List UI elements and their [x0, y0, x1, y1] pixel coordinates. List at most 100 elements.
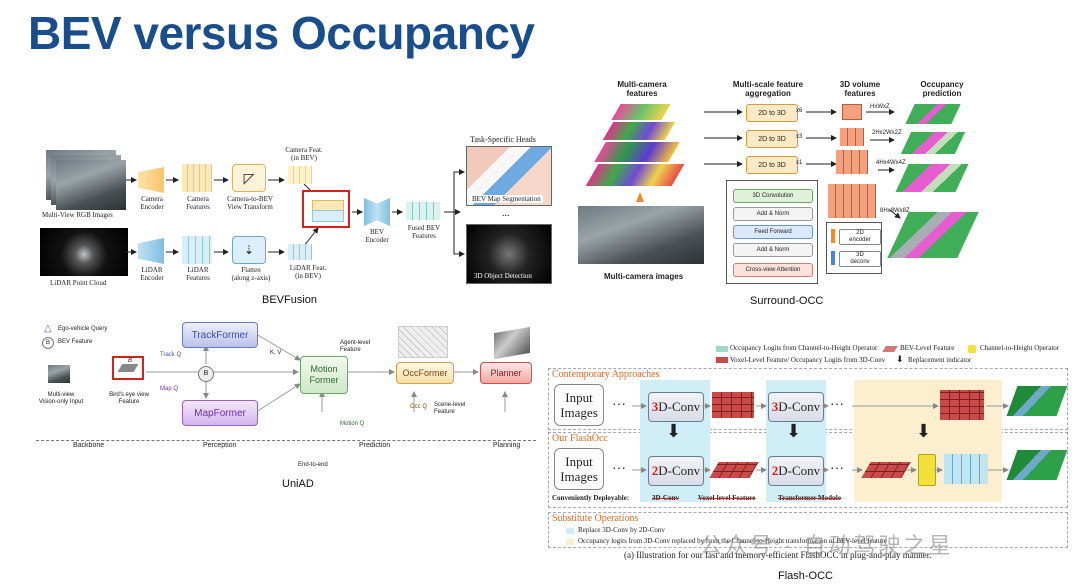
- fo-input-row1: Input Images: [554, 384, 604, 426]
- fo-dots-r2a: …: [612, 458, 628, 473]
- cam-to-bev-label: Camera-to-BEV View Transform: [227, 195, 273, 211]
- so-vol-3: [836, 150, 868, 174]
- so-vol-1: [842, 104, 862, 120]
- uniad-kv-1: K, V: [270, 350, 282, 356]
- mapformer-box: MapFormer: [182, 400, 258, 426]
- so-deconv3d: 3D deconv: [839, 251, 881, 267]
- fo-voxel-r1a: [712, 392, 754, 418]
- camera-bev-label: Camera Feat. (in BEV): [285, 146, 323, 162]
- fo-voxel-r1b: [940, 390, 984, 420]
- uniad-prediction: Prediction: [356, 442, 394, 449]
- uniad-scene-feat: Scene-level Feature: [434, 402, 466, 415]
- so-x3: x3: [796, 134, 803, 140]
- fo-contemporary: Contemporary Approaches: [552, 369, 660, 380]
- uniad-input-images: [48, 365, 70, 383]
- bev-b-icon: B: [42, 337, 54, 349]
- surroundocc-arrows: [704, 109, 901, 219]
- uniad-multiview: Multi-view Vision-only Input: [38, 392, 84, 405]
- so-addnorm2: Add & Norm: [733, 243, 813, 257]
- surroundocc-caption: Surround-OCC: [750, 295, 824, 307]
- bevfusion-caption: BEVFusion: [262, 294, 318, 306]
- camera-bev-feat: [288, 166, 312, 184]
- obj-det-image: [466, 224, 552, 284]
- sub-swatch-2: [566, 539, 574, 545]
- uniad-motion-q: Motion Q: [340, 421, 365, 427]
- so-2dto3d-3: 2D to 3D: [746, 156, 798, 174]
- bev-map-seg-label: BEV Map Segmentation: [470, 195, 543, 203]
- watermark: 公众号 · 自动驾驶之星: [700, 533, 954, 558]
- fo-occ-logits-r2: [944, 454, 988, 484]
- so-encoder2d: 2D encoder: [839, 229, 881, 245]
- so-dim3: 4Hx4Wx4Z: [876, 160, 906, 166]
- flashocc-caption: Flash-OCC: [778, 570, 834, 582]
- fo-dots-r1b: …: [830, 394, 846, 409]
- so-transformer-block: 3D Convolution Add & Norm Feed Forward A…: [726, 180, 818, 284]
- legend-swatch-4: [716, 357, 728, 363]
- so-dim4: 8Hx8Wx8Z: [880, 208, 910, 214]
- so-legend: 2D encoder 3D deconv: [826, 222, 882, 274]
- lidar-point-cloud: [40, 228, 128, 276]
- fo-ours: Our FlashOcc: [552, 433, 608, 444]
- lidar-encoder-label: LiDAR Encoder: [140, 266, 164, 282]
- fo-sub1: Replace 3D-Conv by 2D-Conv: [578, 526, 665, 534]
- fused-bev-feat: [406, 202, 440, 220]
- uniad-agent-feat: Agent-level Feature: [340, 340, 371, 353]
- fo-input-row2: Input Images: [554, 448, 604, 490]
- lidar-features-label: LiDAR Features: [186, 266, 210, 282]
- triangle-icon: △: [44, 323, 52, 334]
- fo-strike1: 3D-Conv: [652, 494, 679, 502]
- camera-features: [182, 164, 212, 192]
- cam-to-bev-box: ◸: [232, 164, 266, 192]
- uniad-track-q: Track Q: [160, 352, 182, 358]
- fo-deployable: Conveniently Deployable:: [552, 494, 630, 502]
- uniad-map-q: Map Q: [160, 386, 179, 392]
- fo-legend4: Voxel-Level Feature/ Occupancy Logits fr…: [730, 356, 886, 364]
- so-cva: Cross-view Attention: [733, 263, 813, 277]
- uniad-stage-bar: [36, 436, 536, 446]
- so-dim2: 2Hx2Wx2Z: [872, 130, 902, 136]
- uniad-arrows: [146, 333, 508, 413]
- down-arrow-icon: ⬇: [666, 421, 682, 441]
- so-vol-4: [828, 184, 876, 218]
- so-2dto3d-1: 2D to 3D: [746, 104, 798, 122]
- lidar-bev-feat: [288, 244, 312, 260]
- so-addnorm: Add & Norm: [733, 207, 813, 221]
- substitute-frame: [548, 512, 1068, 548]
- fo-strike2: Voxel-level Feature: [698, 494, 756, 502]
- fo-legend2: BEV-Level Feature: [900, 344, 955, 352]
- uniad-end2end: End-to-end: [298, 462, 328, 468]
- so-2dto3d-2: 2D to 3D: [746, 130, 798, 148]
- uniad-planning: Planning: [490, 442, 524, 449]
- so-x1: x1: [796, 160, 803, 166]
- occformer-image: [398, 326, 448, 358]
- down-arrow-icon: ⬇: [916, 421, 932, 441]
- fo-substitute: Substitute Operations: [552, 513, 639, 524]
- lidar-label: LiDAR Point Cloud: [50, 279, 107, 287]
- legend-swatch-3: [968, 345, 976, 353]
- flatten-label: Flatten (along z-axis): [231, 266, 271, 282]
- so-col1: Multi-camera features: [617, 80, 667, 98]
- lidar-features: [182, 236, 212, 264]
- so-x6: x6: [796, 108, 803, 114]
- multicam-images: [578, 206, 704, 264]
- heads-ellipsis: ...: [502, 208, 510, 219]
- uniad-bev-box: B: [112, 356, 144, 380]
- so-col3: 3D volume features: [839, 80, 881, 98]
- uniad-backbone: Backbone: [70, 442, 108, 449]
- uniad-legend-b: BEV Feature: [58, 339, 93, 345]
- uniad-b-node: B: [198, 366, 214, 382]
- obj-det-label: 3D Object Detection: [474, 272, 532, 280]
- flashocc-arrows: [632, 403, 1009, 473]
- fo-legend5: Replacement indicator: [908, 356, 972, 364]
- so-conv3d: 3D Convolution: [733, 189, 813, 203]
- up-arrow-icon: [636, 192, 644, 202]
- so-images-label: Multi-camera images: [604, 272, 684, 281]
- so-col4: Occupancy prediction: [920, 80, 964, 98]
- uniad-perception: Perception: [200, 442, 240, 449]
- occformer-box: OccFormer: [396, 362, 454, 384]
- motionformer-box: Motion Former: [300, 356, 348, 394]
- uniad-occ-q: Occ Q: [410, 404, 428, 410]
- fo-dots-r1a: …: [612, 394, 628, 409]
